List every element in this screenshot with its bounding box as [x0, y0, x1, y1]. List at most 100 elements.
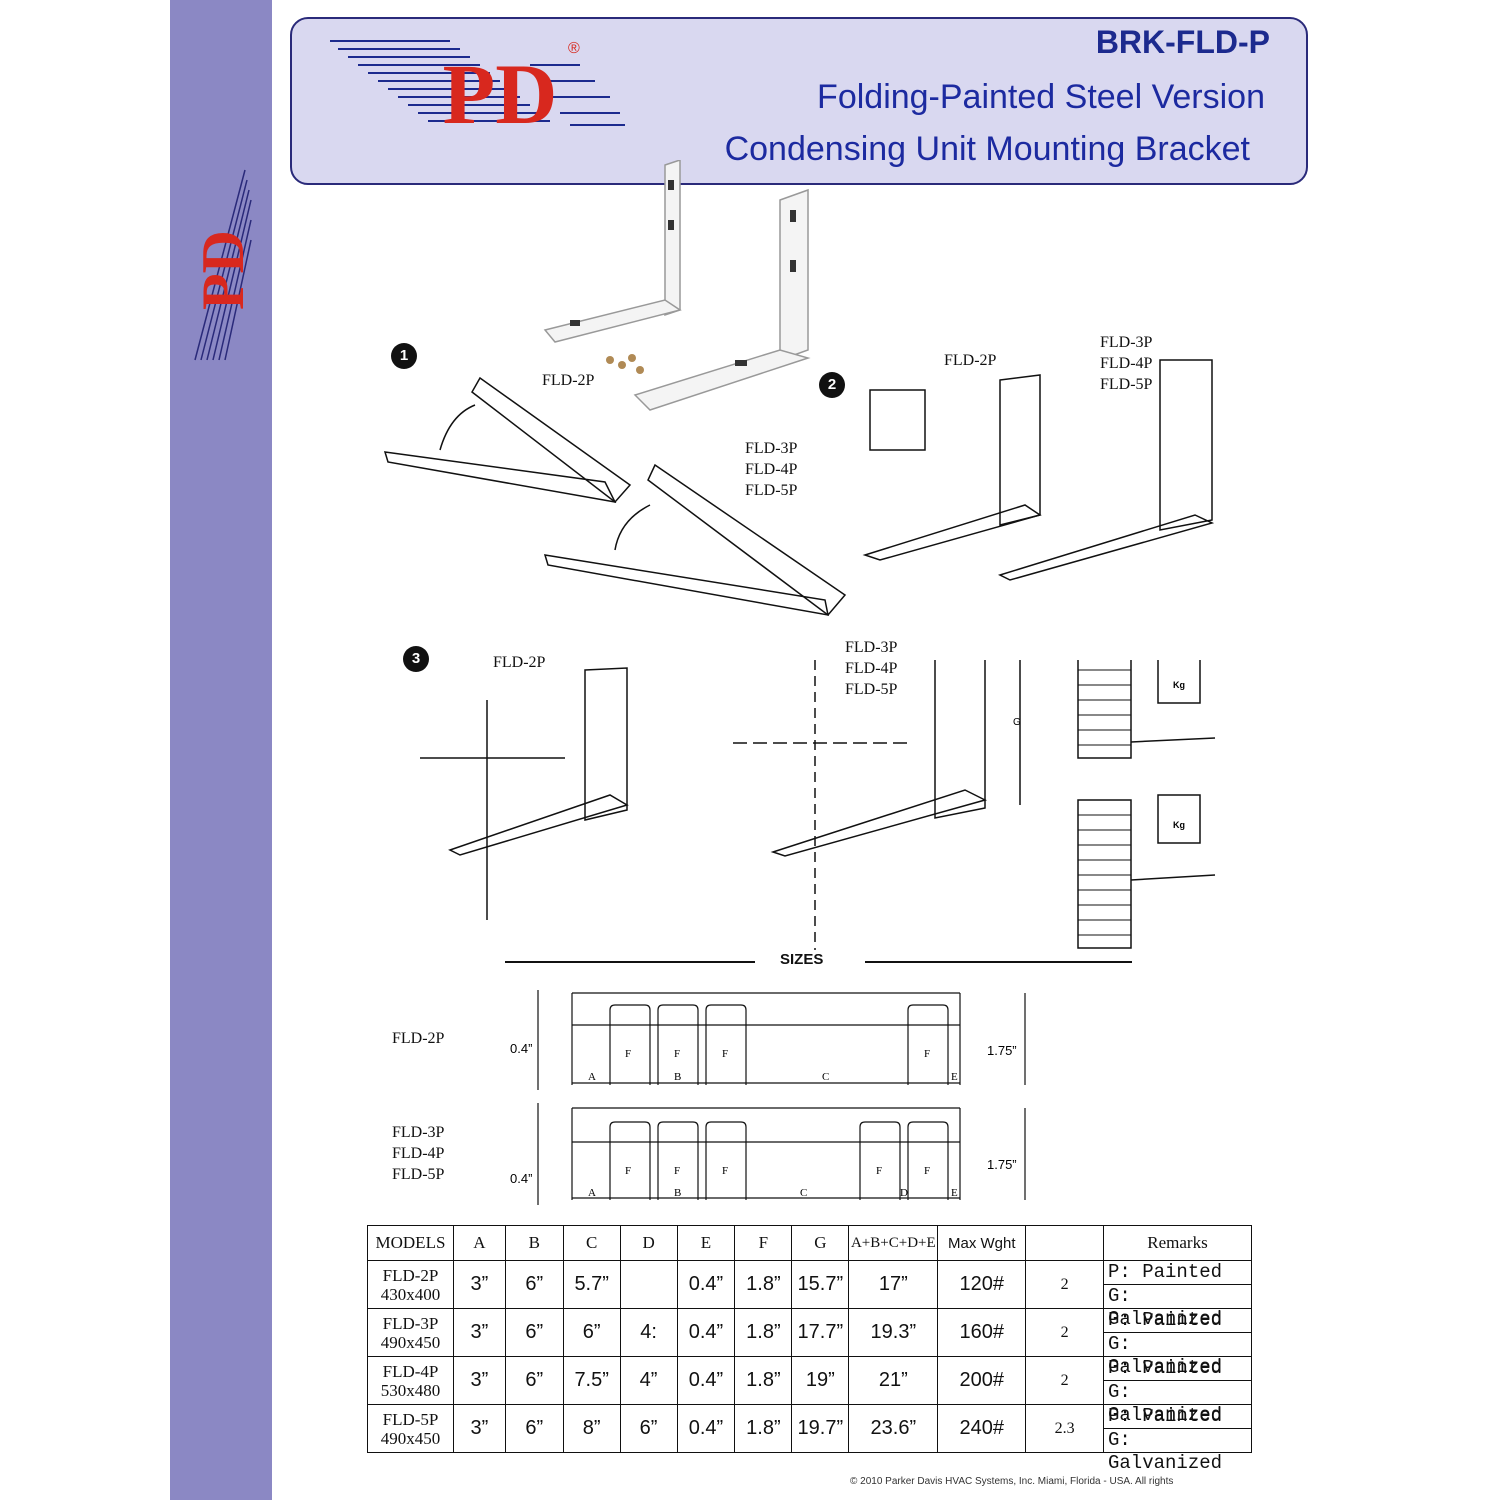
cell-max: 200#	[937, 1356, 1027, 1405]
label-fld4p: FLD-4P	[1100, 355, 1153, 372]
cell-total: 17”	[848, 1260, 939, 1309]
thickness-label-1: 0.4”	[510, 1041, 532, 1056]
cell-e: 0.4”	[676, 1260, 736, 1309]
cell-g: 19”	[791, 1356, 850, 1405]
height-label-1: 1.75”	[987, 1043, 1017, 1058]
table-header-row: MODELS A B C D E F G A+B+C+D+E Max Wght …	[367, 1225, 1252, 1261]
step-1-label-multi: FLD-3P FLD-4P FLD-5P	[745, 438, 797, 501]
cell-d: 6”	[619, 1404, 678, 1453]
step-1-badge: 1	[391, 343, 417, 369]
step-2-label-fld2p: FLD-2P	[944, 352, 997, 369]
product-code: BRK-FLD-P	[1095, 24, 1270, 60]
dim-f-2e: F	[924, 1165, 930, 1177]
pd-logo: PD ®	[330, 40, 625, 135]
cell-f: 1.8”	[734, 1404, 793, 1453]
header-panel	[290, 17, 1308, 185]
cell-e: 0.4”	[676, 1308, 736, 1357]
cell-b: 6”	[504, 1260, 564, 1309]
dim-f-2b: F	[674, 1165, 680, 1177]
label-fld3p: FLD-3P	[392, 1124, 445, 1141]
cell-a: 3”	[452, 1260, 506, 1309]
step-2-badge: 2	[819, 372, 845, 398]
cell-qty: 2	[1025, 1308, 1104, 1357]
step-3-label-multi: FLD-3P FLD-4P FLD-5P	[845, 637, 897, 700]
cell-e: 0.4”	[676, 1404, 736, 1453]
cell-a: 3”	[452, 1404, 506, 1453]
cell-b: 6”	[504, 1404, 564, 1453]
cell-max: 160#	[937, 1308, 1027, 1357]
dim-f-1d: F	[924, 1048, 930, 1060]
cell-qty: 2	[1025, 1356, 1104, 1405]
spec-table: MODELS A B C D E F G A+B+C+D+E Max Wght …	[367, 1225, 1252, 1474]
th-e: E	[676, 1225, 736, 1261]
title-line-2: Condensing Unit Mounting Bracket	[724, 130, 1250, 168]
cell-a: 3”	[452, 1356, 506, 1405]
th-f: F	[734, 1225, 793, 1261]
cell-g: 15.7”	[791, 1260, 850, 1309]
sidebar-logo: PD	[190, 169, 255, 361]
cell-f: 1.8”	[734, 1356, 793, 1405]
dim-c-1: C	[822, 1071, 829, 1083]
dim-b-1: B	[674, 1071, 681, 1083]
copyright-footer: © 2010 Parker Davis HVAC Systems, Inc. M…	[850, 1476, 1174, 1487]
th-d: D	[619, 1225, 678, 1261]
th-total: A+B+C+D+E	[848, 1225, 939, 1261]
dim-f-1a: F	[625, 1048, 631, 1060]
dim-a-1: A	[588, 1071, 596, 1083]
label-fld4p: FLD-4P	[392, 1145, 445, 1162]
cell-total: 19.3”	[848, 1308, 939, 1357]
cell-total: 21”	[848, 1356, 939, 1405]
registered-mark: ®	[568, 40, 580, 57]
cell-f: 1.8”	[734, 1260, 793, 1309]
label-fld3p: FLD-3P	[1100, 334, 1153, 351]
cell-f: 1.8”	[734, 1308, 793, 1357]
sizes-label-multi: FLD-3P FLD-4P FLD-5P	[392, 1122, 444, 1185]
sizes-label-fld2p: FLD-2P	[392, 1030, 445, 1047]
step-1-label-fld2p: FLD-2P	[542, 372, 595, 389]
th-remarks: Remarks	[1103, 1225, 1252, 1261]
cell-b: 6”	[504, 1356, 564, 1405]
step-1-drawing	[383, 376, 847, 617]
sidebar-band	[170, 0, 272, 1500]
th-a: A	[452, 1225, 506, 1261]
dim-e-2: E	[951, 1187, 958, 1199]
dim-d-2: D	[900, 1187, 908, 1199]
sidebar-logo-text: PD	[190, 230, 255, 310]
cell-e: 0.4”	[676, 1356, 736, 1405]
kg-label-2: Kg	[1173, 820, 1185, 830]
sizes-drawing: 0.4” 1.75” A F F F F B C E 0.4” 1.75” A …	[510, 990, 1026, 1205]
th-max-weight: Max Wght	[937, 1225, 1027, 1261]
label-fld5p: FLD-5P	[392, 1166, 445, 1183]
cell-c: 8”	[562, 1404, 621, 1453]
th-blank	[1025, 1225, 1104, 1261]
cell-c: 7.5”	[562, 1356, 621, 1405]
cell-max: 240#	[937, 1404, 1027, 1453]
pd-logo-text: PD	[443, 46, 558, 135]
dim-c-2: C	[800, 1187, 807, 1199]
dim-f-1c: F	[722, 1048, 728, 1060]
step-3-badge: 3	[403, 646, 429, 672]
cell-qty: 2	[1025, 1260, 1104, 1309]
dim-g-label: G	[1013, 717, 1021, 728]
cell-d: 4”	[619, 1356, 678, 1405]
title-line-1: Folding-Painted Steel Version	[817, 78, 1265, 116]
dim-f-2c: F	[722, 1165, 728, 1177]
cell-qty: 2.3	[1025, 1404, 1104, 1453]
step-3-drawing: G Kg Kg	[420, 660, 1216, 950]
label-fld5p: FLD-5P	[745, 482, 798, 499]
kg-label-1: Kg	[1173, 680, 1185, 690]
cell-a: 3”	[452, 1308, 506, 1357]
step-3-label-fld2p: FLD-2P	[493, 654, 546, 671]
dim-a-2: A	[588, 1187, 596, 1199]
step-2-drawing	[862, 359, 1215, 581]
dim-f-2d: F	[876, 1165, 882, 1177]
label-fld3p: FLD-3P	[845, 639, 898, 656]
cell-d	[619, 1260, 678, 1309]
